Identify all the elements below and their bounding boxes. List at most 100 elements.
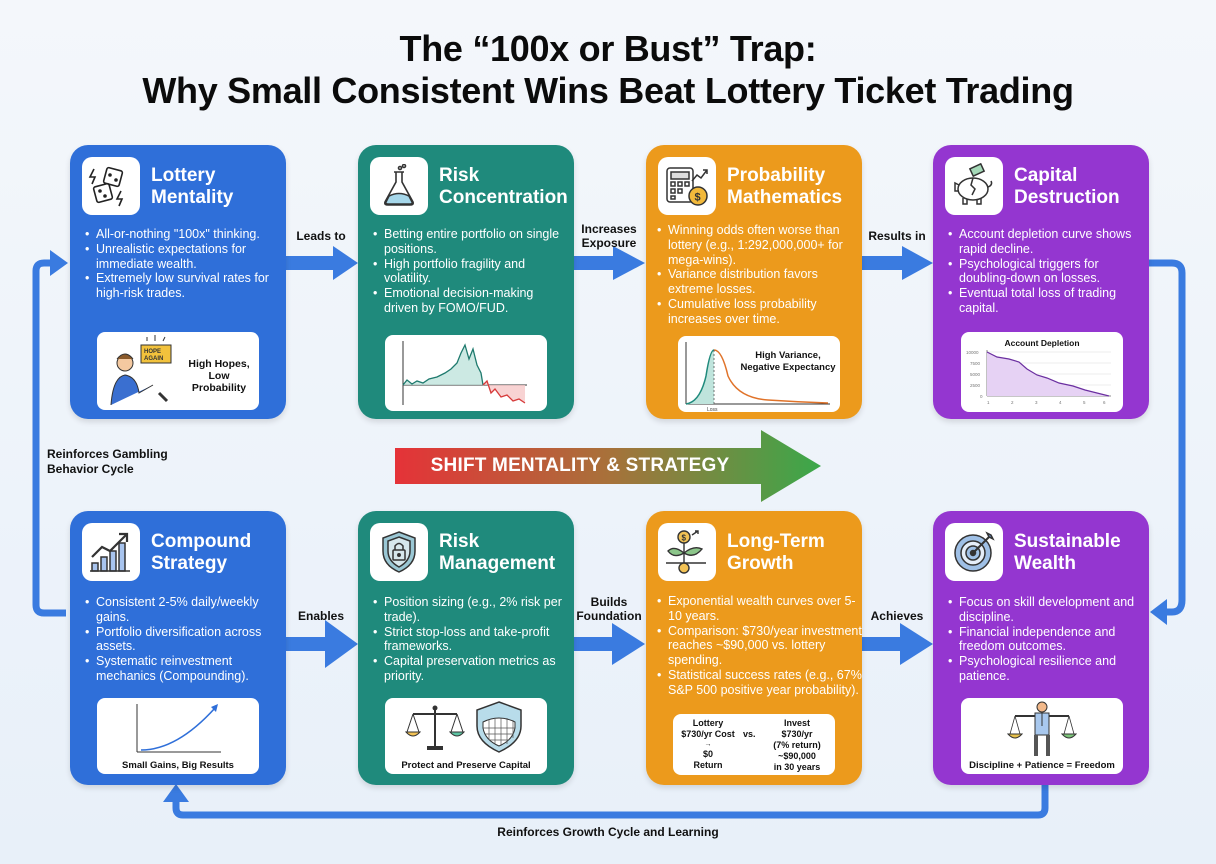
calculator-icon: $ [658,157,716,215]
compound-growth-chart-panel: Small Gains, Big Results [97,698,259,774]
chart-title: Account Depletion [1004,338,1080,348]
bullet: Statistical success rates (e.g., 67% S&P… [656,668,862,698]
shield-lock-icon [370,523,428,581]
bullet-list: Focus on skill development and disciplin… [947,595,1145,684]
card-probability-mathematics: $ Probability Mathematics Winning odds o… [646,145,862,419]
bullet: Cumulative loss probability increases ov… [656,297,860,327]
money-plant-icon: $ [658,523,716,581]
distribution-chart-panel: Loss High Variance, Negative Expectancy [678,336,840,413]
target-icon [945,523,1003,581]
bullet: Comparison: $730/year investment reaches… [656,624,862,668]
card-title: Lottery Mentality [151,165,234,208]
illustration-panel: HOPE AGAIN High Hopes, Low Probability [97,332,259,410]
svg-text:5: 5 [1083,400,1086,405]
bullet: All-or-nothing "100x" thinking. [84,227,282,242]
bullet: Betting entire portfolio on single posit… [372,227,570,257]
card-title: Sustainable Wealth [1014,531,1121,574]
svg-text:3: 3 [1035,400,1038,405]
bottom-loop-label: Reinforces Growth Cycle and Learning [497,825,719,839]
card-risk-management: Risk Management Position sizing (e.g., 2… [358,511,574,785]
svg-text:1: 1 [987,400,990,405]
bullet: Winning odds often worse than lottery (e… [656,223,860,267]
svg-text:10000: 10000 [966,350,979,355]
bullet: Eventual total loss of trading capital. [947,286,1145,316]
connector-label-leads-to: Leads to [296,229,346,243]
balanced-person-icon [1007,701,1077,756]
distribution-curve-chart: Loss [685,342,830,413]
card-lottery-mentality: Lottery Mentality All-or-nothing "100x" … [70,145,286,419]
card-title: Capital Destruction [1014,165,1120,208]
shift-arrow [395,430,821,502]
connector-label-increases-exposure: Increases Exposure [581,222,637,250]
bullet-list: Consistent 2-5% daily/weekly gains. Port… [84,595,282,684]
svg-text:2500: 2500 [970,383,981,388]
left-loop-label: Reinforces Gambling Behavior Cycle [47,447,168,476]
lottery-ticket-person-icon: HOPE AGAIN [110,335,172,406]
card-risk-concentration: Risk Concentration Betting entire portfo… [358,145,574,419]
lottery-vs-invest-comparison: Lottery $730/yr Cost → $0 Return vs. Inv… [673,714,835,775]
card-compound-strategy: Compound Strategy Consistent 2-5% daily/… [70,511,286,785]
illustration-caption: High Variance, Negative Expectancy [740,350,836,373]
connector-label-builds-foundation: Builds Foundation [576,595,642,623]
lottery-column: Lottery $730/yr Cost → $0 Return [681,718,735,770]
bullet: Psychological triggers for doubling-down… [947,257,1145,287]
balance-scale-icon [405,705,465,750]
illustration-caption: Protect and Preserve Capital [401,760,531,771]
connector-label-achieves: Achieves [870,609,924,623]
bullet: Position sizing (e.g., 2% risk per trade… [372,595,570,625]
svg-text:4: 4 [1059,400,1062,405]
svg-text:2: 2 [1011,400,1014,405]
bullet: Capital preservation metrics as priority… [372,654,570,684]
connector-label-results-in: Results in [868,229,926,243]
svg-text:0: 0 [980,394,983,399]
shift-banner-label: SHIFT MENTALITY & STRATEGY [430,455,730,476]
svg-text:6: 6 [1103,400,1106,405]
bullet: Consistent 2-5% daily/weekly gains. [84,595,282,625]
bullet: Emotional decision-making driven by FOMO… [372,286,570,316]
bullet-list: Account depletion curve shows rapid decl… [947,227,1145,316]
card-long-term-growth: $ Long-Term Growth Exponential wealth cu… [646,511,862,785]
flask-icon [370,157,428,215]
dice-icon [82,157,140,215]
volatility-line-chart [402,341,527,405]
illustration-caption: Small Gains, Big Results [122,760,234,771]
card-title: Probability Mathematics [727,165,843,208]
bullet: High portfolio fragility and volatility. [372,257,570,287]
bullet: Unrealistic expectations for immediate w… [84,242,282,272]
bullet: Account depletion curve shows rapid decl… [947,227,1145,257]
illustration-caption: Discipline + Patience = Freedom [969,760,1115,771]
illustration-caption: High Hopes, Low Probability [188,358,250,394]
piggy-bank-icon [945,157,1003,215]
vs-label: vs. [743,729,756,739]
svg-text:7500: 7500 [970,361,981,366]
card-title: Risk Concentration [439,165,568,208]
bullet: Extremely low survival rates for high-ri… [84,271,282,301]
account-depletion-chart-panel: Account Depletion 10000 7500 5000 2500 0 1 2 3… [961,332,1123,412]
svg-text:Loss: Loss [707,407,718,412]
growth-chart-icon [82,523,140,581]
bullet-list: All-or-nothing "100x" thinking. Unrealis… [84,227,282,301]
bullet-list: Betting entire portfolio on single posit… [372,227,570,316]
card-title: Risk Management [439,531,556,574]
svg-text:$: $ [682,534,687,543]
protect-capital-panel: Protect and Preserve Capital [385,698,547,774]
volatility-chart-panel [385,335,547,411]
page-title: The “100x or Bust” Trap: Why Small Consi… [0,28,1216,112]
card-title: Long-Term Growth [727,531,825,574]
card-capital-destruction: Capital Destruction Account depletion cu… [933,145,1149,419]
svg-text:HOPE: HOPE [144,349,161,355]
exponential-growth-chart [136,704,221,753]
bullet: Focus on skill development and disciplin… [947,595,1145,625]
card-sustainable-wealth: Sustainable Wealth Focus on skill develo… [933,511,1149,785]
bullet: Strict stop-loss and take-profit framewo… [372,625,570,655]
bullet-list: Winning odds often worse than lottery (e… [656,223,860,327]
bullet: Variance distribution favors extreme los… [656,267,860,297]
shield-net-icon [476,701,522,753]
title-line-1: The “100x or Bust” Trap: [399,28,817,69]
svg-text:5000: 5000 [970,372,981,377]
title-line-2: Why Small Consistent Wins Beat Lottery T… [142,70,1074,111]
bullet-list: Exponential wealth curves over 5-10 year… [656,594,862,698]
bullet: Systematic reinvestment mechanics (Compo… [84,654,282,684]
card-title: Compound Strategy [151,531,252,574]
